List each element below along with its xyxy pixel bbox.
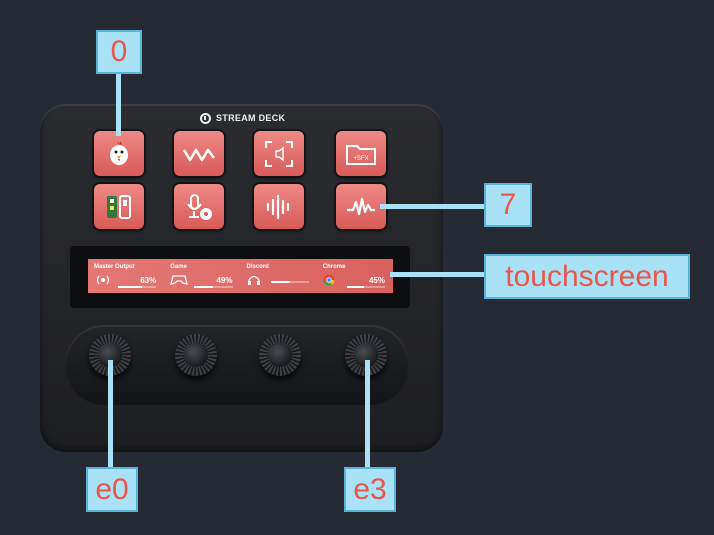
- segment-name: Discord: [246, 264, 269, 270]
- volume-bar: [118, 286, 157, 288]
- key-3[interactable]: +SFX: [336, 131, 386, 176]
- chicken-icon: [110, 140, 128, 165]
- key-2[interactable]: [254, 131, 304, 176]
- key-0[interactable]: [94, 131, 144, 176]
- touch-segment-master-output[interactable]: Master Output 63%: [88, 259, 164, 293]
- segment-value: 45%: [368, 276, 385, 285]
- brand-name: STREAM DECK: [216, 113, 286, 123]
- annotation-encoder3: e3: [344, 467, 396, 512]
- segment-value: 63%: [140, 276, 157, 285]
- elgato-logo-icon: [200, 112, 211, 124]
- key-5[interactable]: [174, 184, 224, 229]
- segment-name: Game: [170, 264, 187, 270]
- annotation-encoder0: e0: [86, 467, 138, 512]
- key-6[interactable]: [254, 184, 304, 229]
- touch-segment-discord[interactable]: Discord: [241, 259, 317, 293]
- encoder-2[interactable]: [259, 334, 301, 376]
- leader-line-encoder0: [108, 360, 113, 470]
- encoder-1[interactable]: [175, 334, 217, 376]
- annotation-touchscreen: touchscreen: [484, 254, 690, 299]
- headphones-icon: [247, 275, 260, 285]
- leader-line-touchscreen: [390, 272, 490, 277]
- encoder-0[interactable]: [89, 334, 131, 376]
- sound-spike-icon: [347, 197, 375, 215]
- mixer-icon: [107, 194, 131, 219]
- volume-bar: [270, 281, 309, 283]
- sfx-folder-icon: +SFX: [346, 144, 376, 165]
- segment-value: 49%: [216, 276, 233, 285]
- segment-name: Master Output: [94, 264, 135, 270]
- key-4[interactable]: [94, 184, 144, 229]
- leader-line-key7: [380, 204, 490, 209]
- touch-segment-chrome[interactable]: Chrome 45%: [317, 259, 393, 293]
- leader-line-key0: [116, 70, 121, 136]
- annotation-key0: 0: [96, 30, 142, 74]
- key-1[interactable]: [174, 131, 224, 176]
- gamepad-icon: [170, 275, 189, 285]
- segment-name: Chrome: [322, 264, 346, 270]
- sfx-text: +SFX: [353, 156, 368, 162]
- brand-header: STREAM DECK: [200, 111, 285, 125]
- waveform-icon: [182, 148, 215, 161]
- leader-line-encoder3: [365, 360, 370, 470]
- mic-broadcast-icon: [187, 193, 212, 220]
- touchscreen[interactable]: Master Output 63% Game 49% Discord Chrom…: [88, 259, 393, 293]
- touch-segment-game[interactable]: Game 49%: [164, 259, 240, 293]
- screenshot-icon: [265, 140, 293, 167]
- volume-bar: [346, 286, 385, 288]
- chrome-icon: [323, 274, 335, 286]
- broadcast-icon: [96, 275, 110, 285]
- volume-bar: [194, 286, 233, 288]
- audio-bars-icon: [266, 194, 290, 219]
- key-7[interactable]: [336, 184, 386, 229]
- annotation-key7: 7: [484, 183, 532, 227]
